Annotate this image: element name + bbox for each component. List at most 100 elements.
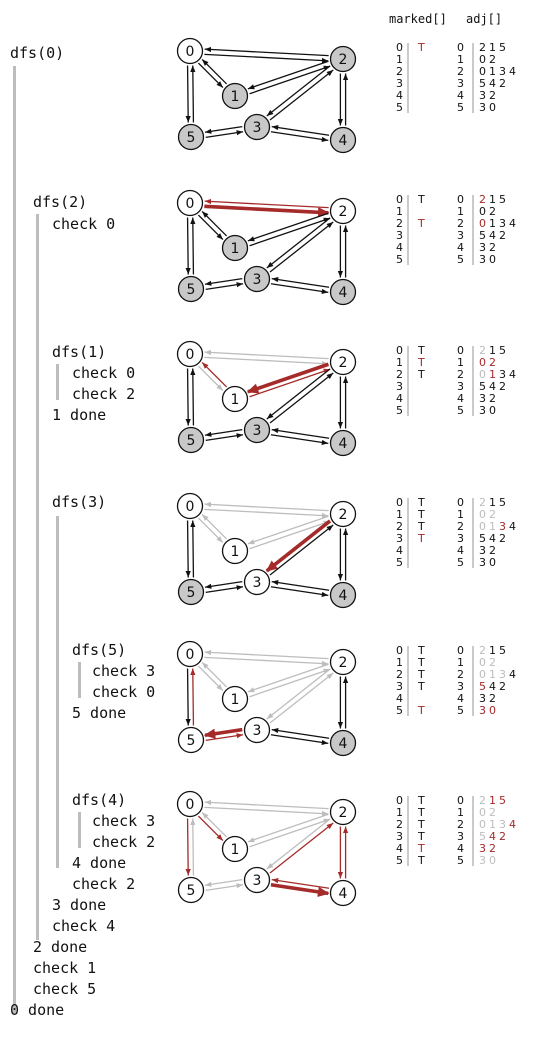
- adj-index: 1: [457, 508, 464, 521]
- graph-edge: [270, 882, 330, 897]
- adj-value: 2: [499, 532, 506, 545]
- adj-value: 1: [489, 644, 496, 657]
- vertex-label: 3: [253, 272, 262, 288]
- graph-edge: [185, 818, 191, 876]
- adj-value: 0: [479, 668, 486, 681]
- vertex-node: [176, 492, 204, 520]
- vertex-label: 4: [339, 736, 348, 752]
- graph-edge: [269, 672, 334, 724]
- graph-edge: [271, 877, 330, 889]
- adj-index: 1: [457, 656, 464, 669]
- adj-value: 0: [489, 101, 496, 114]
- graph-edge: [185, 668, 191, 726]
- adj-value: 2: [479, 41, 486, 54]
- adj-value: 3: [479, 101, 486, 114]
- graph-edge: [204, 46, 329, 57]
- graph-edge: [185, 520, 191, 578]
- vertex-node: [329, 45, 357, 73]
- trace-line: check 0: [92, 683, 156, 701]
- vertex-node: [221, 82, 249, 110]
- marked-value: T: [417, 830, 425, 843]
- adj-index: 1: [457, 205, 464, 218]
- adj-index: 4: [457, 842, 464, 855]
- graph-edge: [203, 727, 243, 739]
- adj-value: 2: [499, 380, 506, 393]
- graph-edge: [270, 734, 329, 746]
- vertex-node: [243, 113, 271, 141]
- adj-value: 4: [489, 830, 496, 843]
- adj-index: 1: [457, 806, 464, 819]
- marked-index: 2: [396, 668, 403, 681]
- graph-edge: [201, 661, 228, 688]
- marked-index: 2: [396, 217, 403, 230]
- marked-index: 0: [396, 794, 403, 807]
- graph-edge: [197, 62, 224, 89]
- vertex-label: 2: [339, 52, 348, 68]
- graph-edge: [266, 368, 331, 420]
- graph-edge: [204, 508, 329, 519]
- marked-value: T: [417, 496, 425, 509]
- graph-edge: [204, 501, 329, 512]
- graph-edge: [205, 130, 244, 139]
- graph-edge: [266, 217, 331, 269]
- adj-value: 5: [479, 532, 486, 545]
- adj-index: 5: [457, 253, 464, 266]
- vertex-label: 4: [339, 436, 348, 452]
- vertex-node: [243, 716, 271, 744]
- vertex-label: 0: [186, 44, 195, 60]
- adj-value: 1: [489, 794, 496, 807]
- graph-edge: [190, 217, 196, 275]
- adj-value: 5: [499, 794, 506, 807]
- vertex-node: [176, 189, 204, 217]
- graph-edge: [201, 210, 228, 237]
- graph-edge: [204, 349, 329, 360]
- vertex-label: 3: [253, 873, 262, 889]
- adj-value: 2: [499, 830, 506, 843]
- adj-value: 0: [479, 205, 486, 218]
- vertex-node: [176, 640, 204, 668]
- trace-line: 3 done: [52, 896, 107, 914]
- marked-index: 1: [396, 356, 403, 369]
- vertex-node: [176, 37, 204, 65]
- adj-value: 3: [479, 854, 486, 867]
- graph-edge: [270, 434, 329, 446]
- adj-value: 2: [489, 356, 496, 369]
- adj-value: 3: [479, 842, 486, 855]
- marked-index: 4: [396, 692, 403, 705]
- adj-index: 2: [457, 818, 464, 831]
- adj-value: 3: [499, 668, 506, 681]
- graph-edge: [190, 818, 196, 876]
- marked-value: T: [417, 854, 425, 867]
- adj-value: 4: [489, 380, 496, 393]
- graph-edge: [271, 427, 330, 439]
- vertex-label: 0: [186, 797, 195, 813]
- trace-line: check 0: [52, 215, 116, 233]
- marked-index: 5: [396, 854, 403, 867]
- adj-value: 5: [499, 193, 506, 206]
- adj-value: 2: [489, 806, 496, 819]
- vertex-node: [329, 126, 357, 154]
- vertex-node: [243, 866, 271, 894]
- vertex-node: [177, 426, 205, 454]
- marked-value: T: [417, 344, 425, 357]
- adj-value: 3: [499, 217, 506, 230]
- marked-index: 5: [396, 404, 403, 417]
- graph-edge: [270, 586, 329, 598]
- trace-line: check 3: [92, 662, 156, 680]
- vertex-label: 5: [187, 433, 196, 449]
- adj-value: 5: [479, 229, 486, 242]
- vertex-node: [243, 568, 271, 596]
- vertex-label: 0: [186, 347, 195, 363]
- vertex-label: 4: [339, 886, 348, 902]
- adj-index: 4: [457, 544, 464, 557]
- vertex-node: [177, 726, 205, 754]
- graph-edge: [247, 663, 329, 693]
- adj-value: 1: [489, 41, 496, 54]
- adj-value: 0: [489, 253, 496, 266]
- adj-index: 5: [457, 854, 464, 867]
- vertex-label: 0: [186, 647, 195, 663]
- adj-index: 0: [457, 193, 464, 206]
- graph-edge: [269, 221, 334, 273]
- vertex-label: 5: [187, 282, 196, 298]
